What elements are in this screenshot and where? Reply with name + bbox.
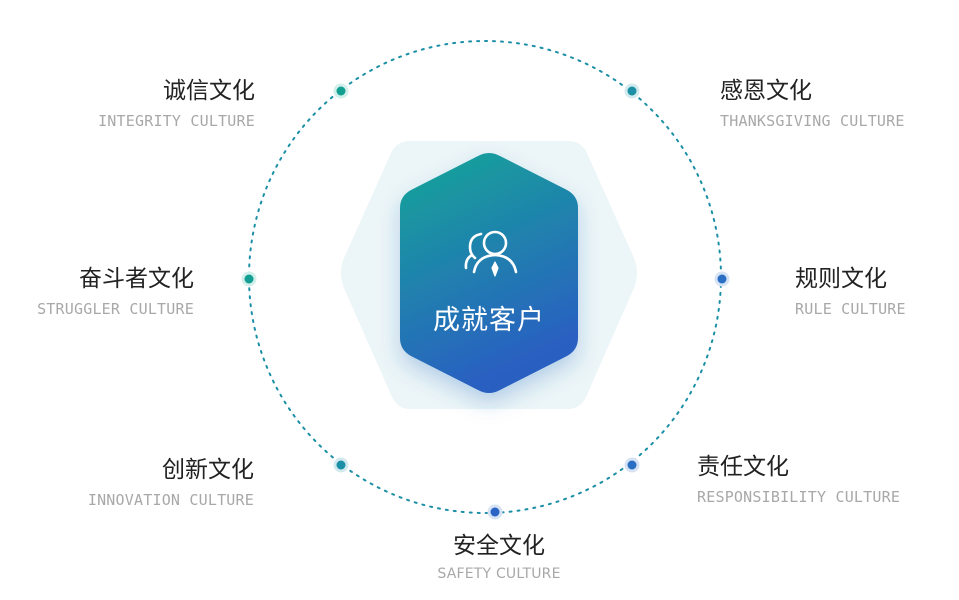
label-respons-en: RESPONSIBILITY CULTURE <box>697 488 901 506</box>
label-integrity-en: INTEGRITY CULTURE <box>98 112 255 130</box>
label-safety: 安全文化 SAFETY CULTURE <box>399 531 599 585</box>
label-innovation-en: INNOVATION CULTURE <box>87 491 254 509</box>
label-rule-en: RULE CULTURE <box>795 300 906 318</box>
ring-node-integrity <box>333 83 349 99</box>
label-thanks: 感恩文化 THANKSGIVING CULTURE <box>720 76 905 132</box>
ring-node-struggler <box>241 271 257 287</box>
label-rule: 规则文化 RULE CULTURE <box>795 264 906 320</box>
label-innovation-zh: 创新文化 <box>162 457 254 483</box>
ring-node-respons <box>624 457 640 473</box>
center-title: 成就客户 <box>433 305 545 336</box>
label-safety-zh: 安全文化 <box>453 533 545 559</box>
label-respons: 责任文化 RESPONSIBILITY CULTURE <box>697 452 900 508</box>
ring-node-rule <box>714 271 730 287</box>
ring-node-safety <box>487 504 503 520</box>
label-rule-zh: 规则文化 <box>795 266 887 292</box>
label-safety-en: SAFETY CULTURE <box>437 566 561 582</box>
ring-node-innovation <box>333 457 349 473</box>
ring-node-thanks <box>624 83 640 99</box>
label-struggler-en: STRUGGLER CULTURE <box>37 300 194 318</box>
label-thanks-en: THANKSGIVING CULTURE <box>720 112 905 130</box>
label-struggler-zh: 奋斗者文化 <box>79 266 194 292</box>
label-thanks-zh: 感恩文化 <box>720 78 812 104</box>
users-tie-icon <box>464 230 518 277</box>
center-hexagon <box>400 153 578 393</box>
label-integrity-zh: 诚信文化 <box>163 78 255 104</box>
label-integrity: 诚信文化 INTEGRITY CULTURE <box>98 76 255 132</box>
label-struggler: 奋斗者文化 STRUGGLER CULTURE <box>37 264 194 320</box>
label-respons-zh: 责任文化 <box>697 454 789 480</box>
label-innovation: 创新文化 INNOVATION CULTURE <box>88 455 254 511</box>
